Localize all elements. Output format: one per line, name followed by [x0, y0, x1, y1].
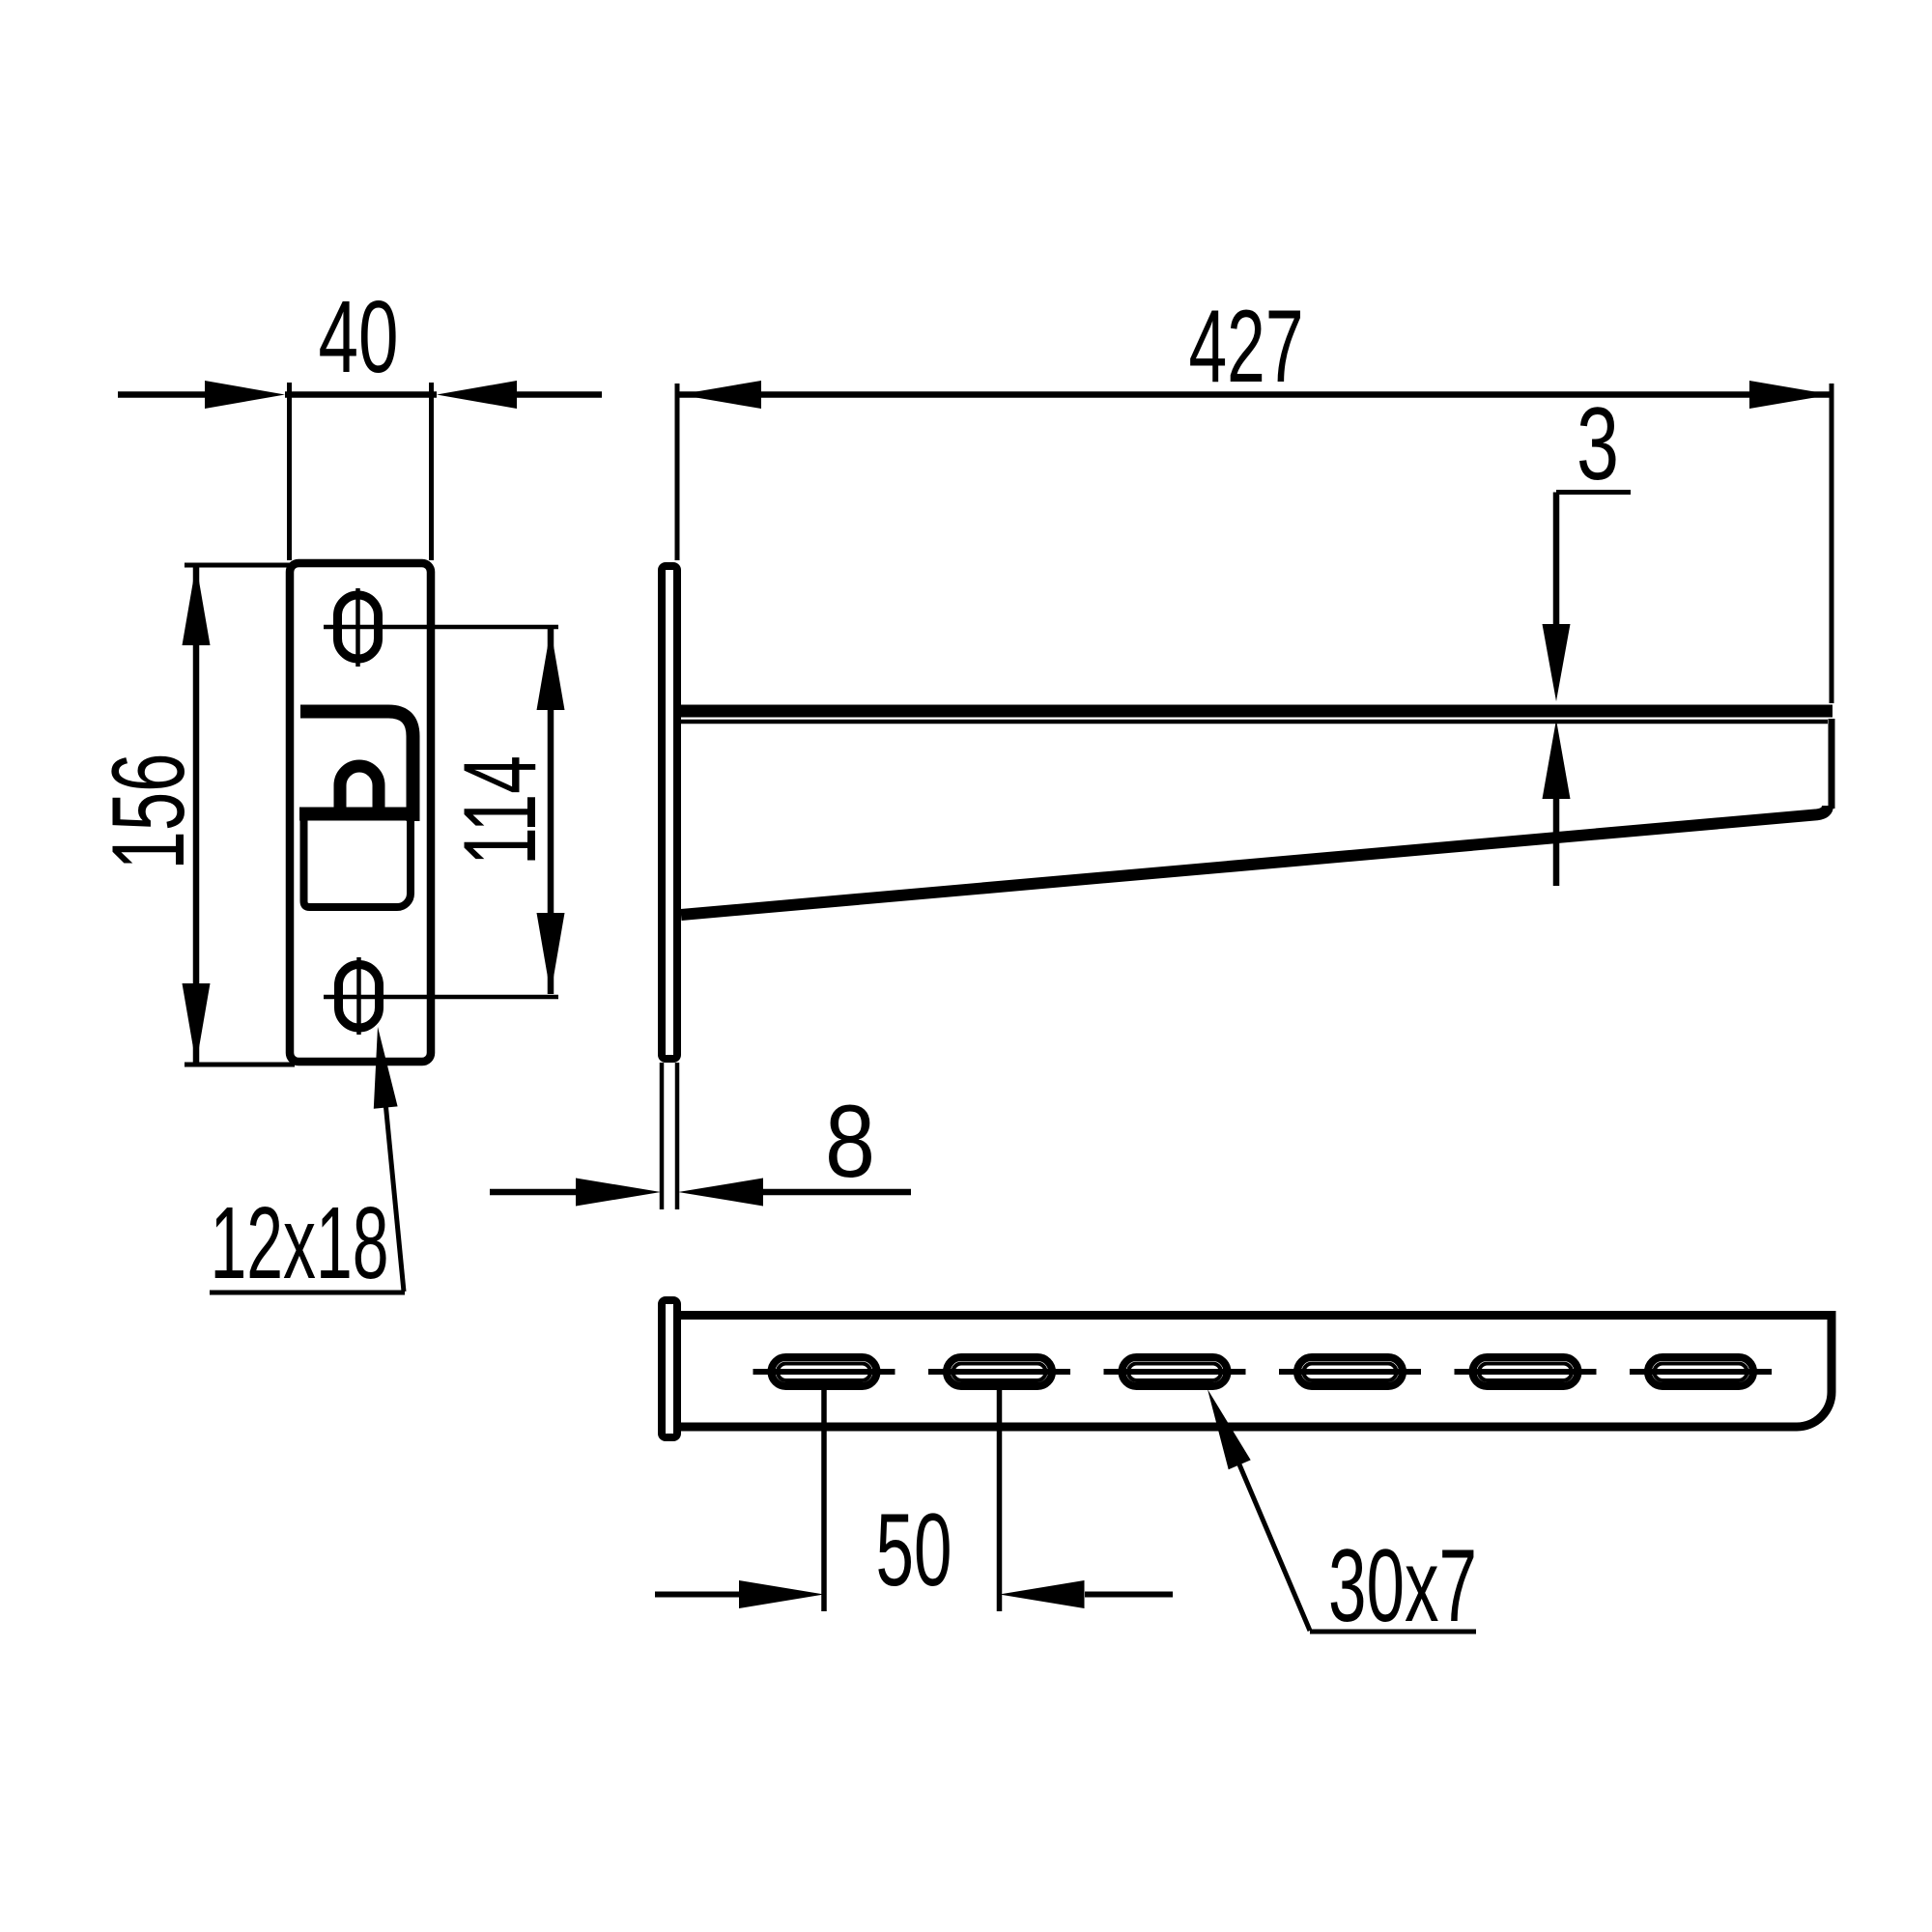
svg-text:427: 427: [1189, 288, 1304, 404]
svg-text:114: 114: [441, 755, 557, 866]
svg-text:8: 8: [825, 1083, 875, 1199]
svg-text:156: 156: [90, 753, 206, 870]
svg-text:40: 40: [319, 280, 399, 394]
svg-text:30x7: 30x7: [1328, 1527, 1477, 1643]
svg-text:50: 50: [876, 1492, 952, 1607]
svg-text:12x18: 12x18: [211, 1186, 389, 1300]
svg-text:3: 3: [1577, 385, 1619, 501]
